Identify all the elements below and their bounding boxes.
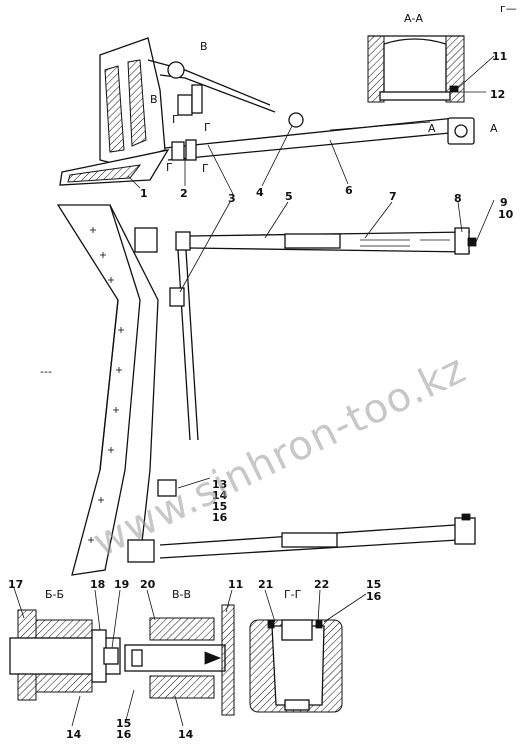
callout-8: 8 — [454, 192, 462, 205]
callout-16-gg: 16 — [366, 590, 382, 603]
callout-1: 1 — [140, 187, 148, 200]
section-mark-g-2: Г — [204, 121, 211, 134]
watermark-text: www.sinhron-too.kz — [86, 346, 473, 566]
section-title-b-b: Б-Б — [45, 588, 64, 601]
section-mark-g-3: Г — [166, 161, 173, 174]
callout-14-bb: 14 — [66, 728, 82, 741]
callout-19: 19 — [114, 578, 129, 591]
callout-20: 20 — [140, 578, 156, 591]
section-title-v-v: В-В — [172, 588, 191, 601]
callout-2: 2 — [180, 187, 188, 200]
section-mark-g-1: Г — [172, 113, 179, 126]
side-elevation-view: В В Г Г Г Г А А — [59, 37, 498, 186]
corner-mark: г— — [500, 2, 517, 15]
callout-4: 4 — [256, 186, 264, 199]
callout-18: 18 — [90, 578, 105, 591]
section-mark-v-top: В — [200, 40, 208, 53]
callout-16-vv: 16 — [116, 728, 132, 741]
section-title-g-g: Г-Г — [284, 588, 302, 601]
callout-numbers: 1 2 3 4 5 6 7 8 9 10 11 12 13 14 15 16 1… — [8, 50, 514, 741]
section-mark-v-left: В — [150, 93, 158, 106]
callout-5: 5 — [285, 190, 293, 203]
leader-lines — [13, 55, 495, 727]
callout-16-plan: 16 — [212, 511, 228, 524]
callout-9: 9 — [500, 196, 508, 209]
section-title-a-a: А-А — [404, 12, 423, 25]
callout-11-bottom: 11 — [228, 578, 243, 591]
section-mark-a-right: А — [490, 122, 498, 135]
section-a-a: А-А — [367, 12, 465, 103]
callout-21: 21 — [258, 578, 273, 591]
plan-view: --- — [40, 204, 477, 576]
callout-7: 7 — [389, 190, 397, 203]
section-mark-a-left: А — [428, 122, 436, 135]
plan-view-label-left: --- — [40, 365, 52, 378]
callout-14-plan: 14 — [212, 489, 228, 502]
callout-13: 13 — [212, 478, 227, 491]
callout-6: 6 — [345, 184, 353, 197]
callout-3: 3 — [228, 192, 236, 205]
callout-17: 17 — [8, 578, 23, 591]
callout-10: 10 — [498, 208, 514, 221]
callout-15-vv: 15 — [116, 717, 131, 730]
callout-14-vv: 14 — [178, 728, 194, 741]
callout-12: 12 — [490, 88, 505, 101]
callout-15-gg: 15 — [366, 578, 381, 591]
section-b-b: Б-Б — [9, 588, 121, 701]
section-v-v: В-В — [124, 588, 235, 716]
section-g-g: Г-Г — [249, 588, 343, 713]
callout-11-top: 11 — [492, 50, 507, 63]
section-mark-g-4: Г — [202, 162, 209, 175]
callout-22: 22 — [314, 578, 329, 591]
callout-15-plan: 15 — [212, 500, 227, 513]
